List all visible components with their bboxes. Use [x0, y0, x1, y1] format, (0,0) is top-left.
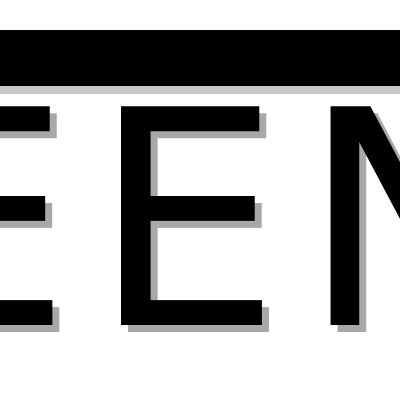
large-heading-text: EEN: [0, 47, 400, 396]
title-bar-shadow: [0, 86, 400, 94]
title-bar: [0, 30, 400, 86]
